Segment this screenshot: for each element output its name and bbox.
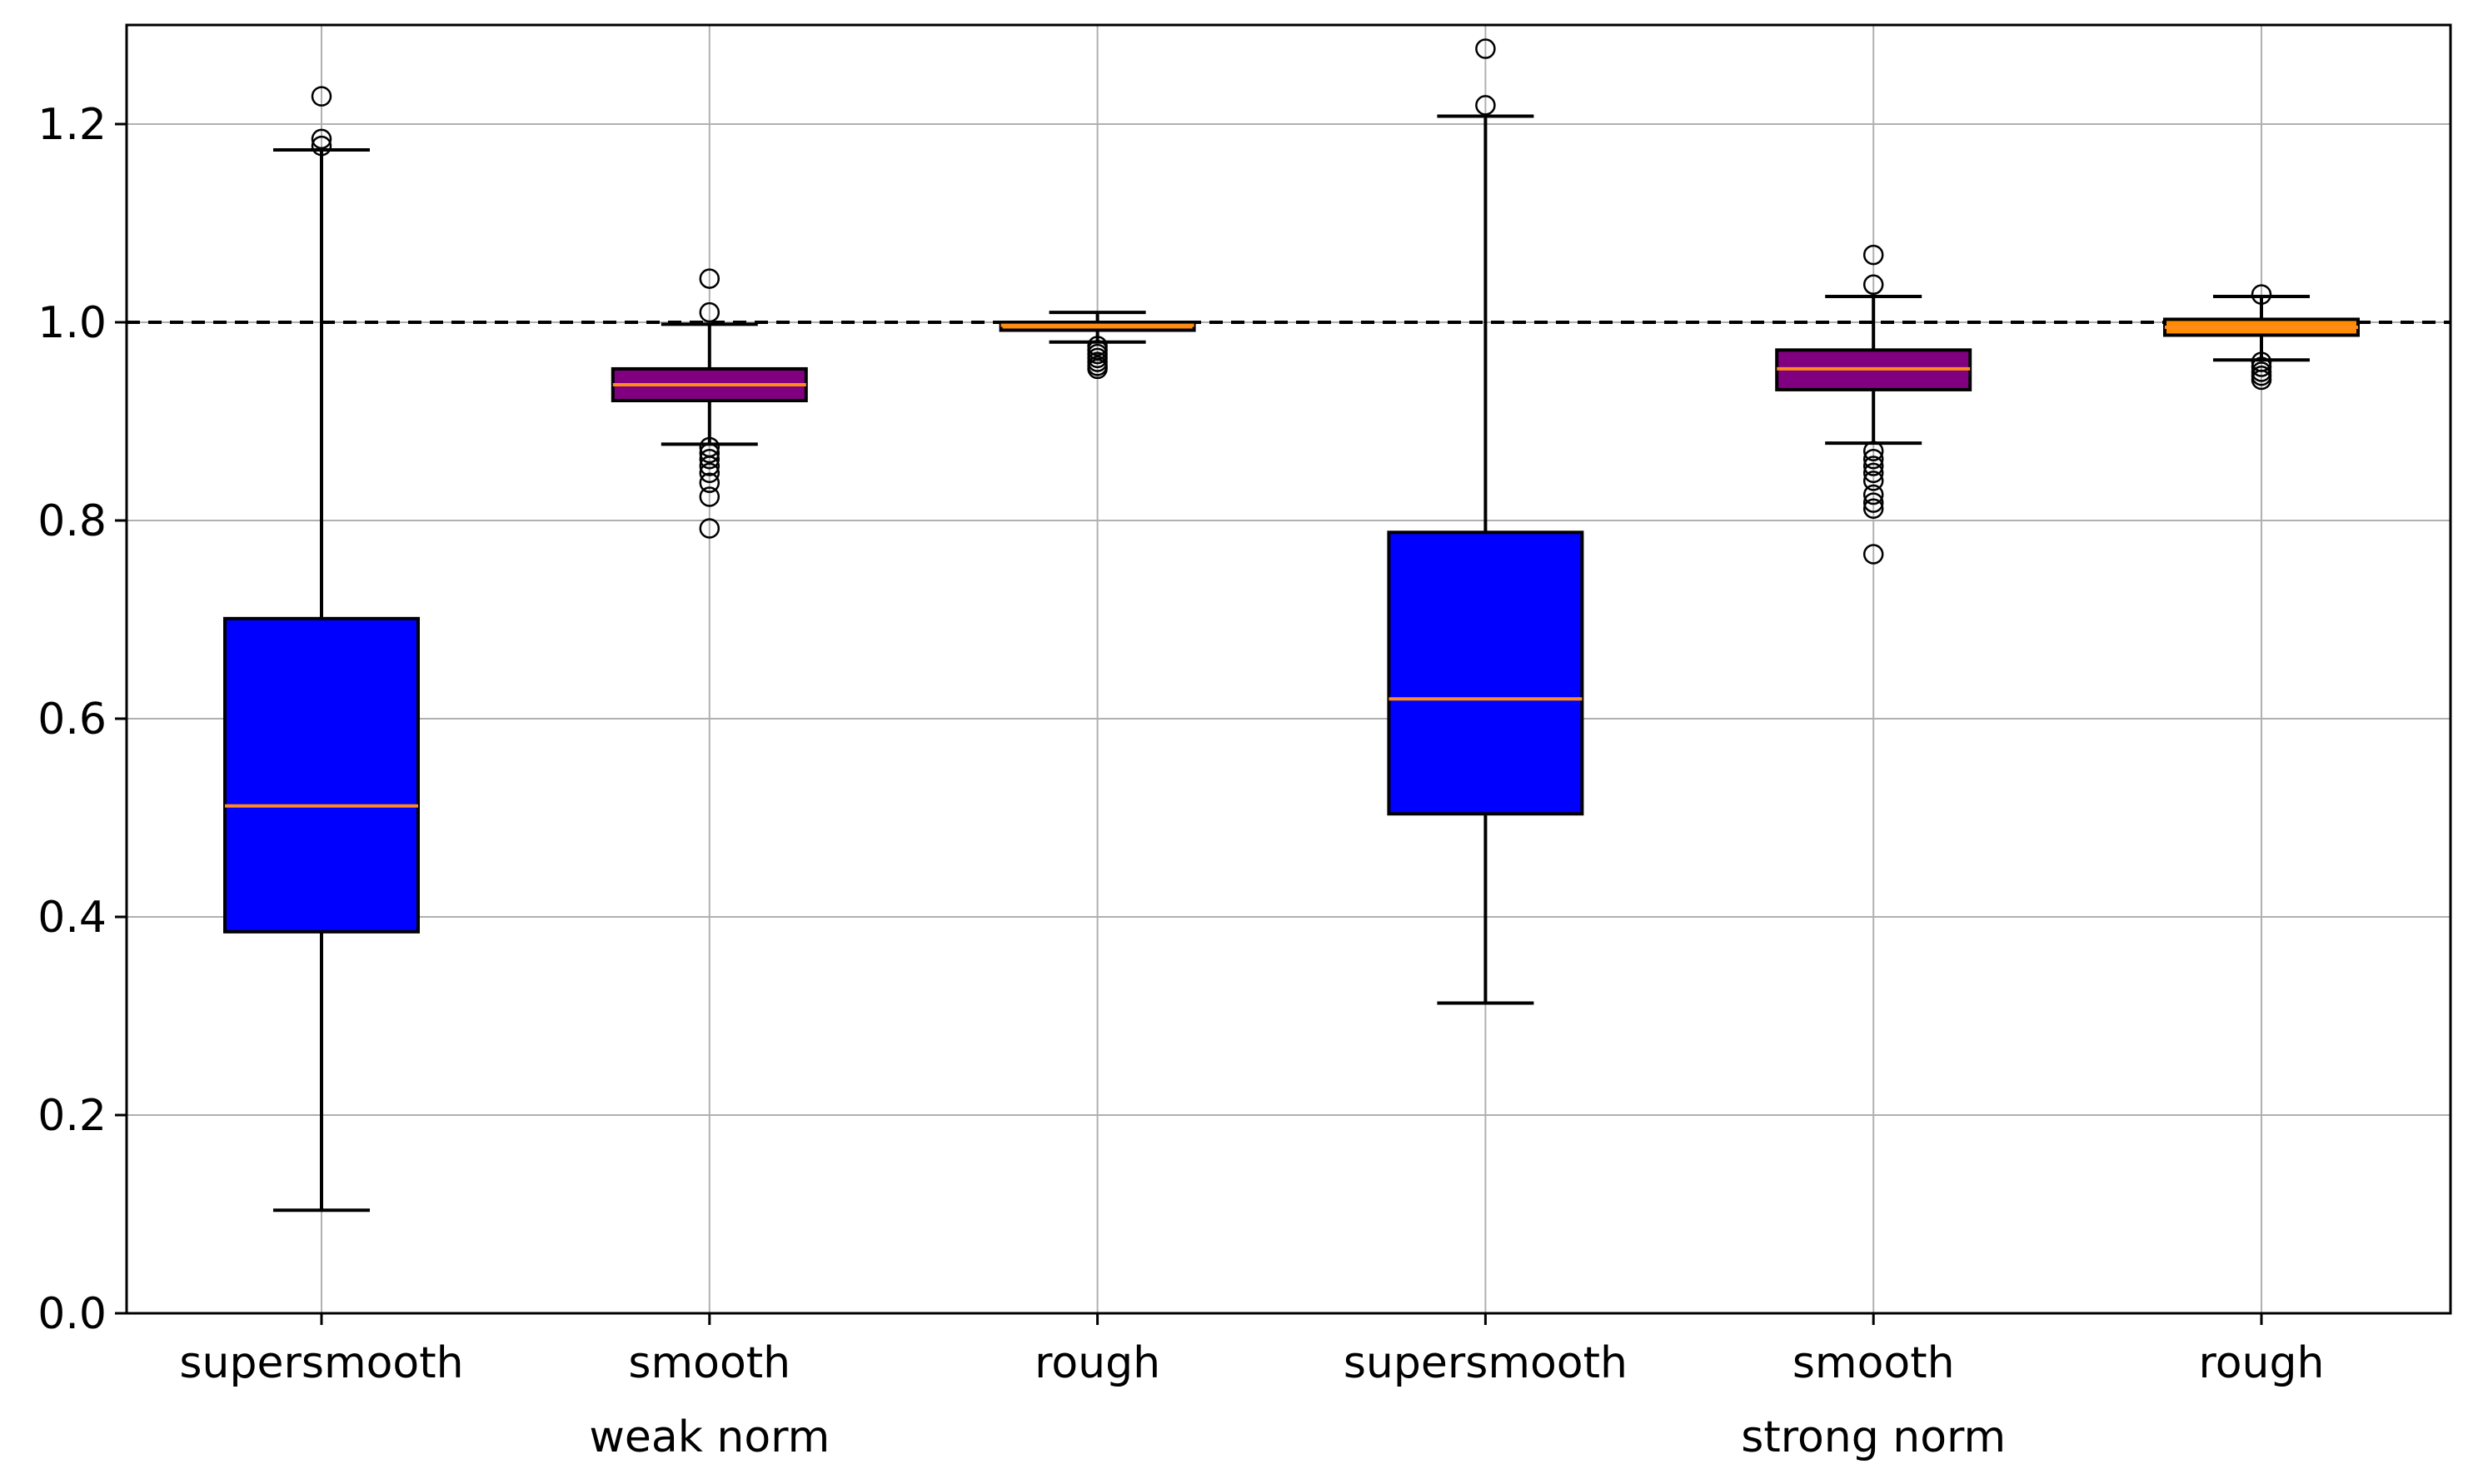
y-axis: 0.0 0.2 0.4 0.6 0.8 1.0 1.2	[37, 100, 127, 1339]
group-labels: weak norm strong norm	[589, 1412, 2006, 1462]
outlier-point	[1862, 492, 1884, 513]
x-tick-label-supersmooth: supersmooth	[179, 1338, 463, 1388]
outlier-point	[1475, 95, 1496, 116]
y-tick-label: 1.2	[37, 100, 107, 150]
y-tick-label: 0.4	[37, 893, 107, 943]
outlier-point	[2251, 369, 2272, 391]
outlier-point	[699, 472, 720, 494]
outlier-point	[699, 301, 720, 323]
x-tick-label-rough: rough	[2199, 1338, 2325, 1388]
box-0	[223, 86, 420, 1213]
outlier-point	[699, 448, 720, 470]
outlier-point	[699, 486, 720, 507]
x-tick-label-smooth: smooth	[628, 1338, 790, 1388]
y-tick-label: 0.8	[37, 496, 107, 546]
box-1	[611, 268, 808, 539]
outlier-point	[311, 128, 332, 150]
y-tick-label: 0.2	[37, 1091, 107, 1141]
box-5	[2163, 284, 2360, 391]
group-label: strong norm	[1741, 1412, 2006, 1462]
outlier-point	[1862, 244, 1884, 266]
outlier-point	[699, 442, 720, 464]
outlier-point	[2251, 356, 2272, 377]
y-tick-label: 0.6	[37, 695, 107, 744]
boxes-layer	[223, 38, 2360, 1213]
outlier-point	[1862, 544, 1884, 565]
outlier-point	[1862, 456, 1884, 476]
outlier-point	[699, 462, 720, 484]
outlier-point	[1475, 38, 1496, 59]
x-tick-label-rough: rough	[1035, 1338, 1160, 1388]
outlier-point	[1862, 498, 1884, 519]
x-axis: supersmooth smooth rough supersmooth smooth r…	[179, 1313, 2324, 1388]
outlier-point	[311, 86, 332, 107]
box-2	[999, 311, 1196, 380]
outlier-point	[699, 518, 720, 539]
group-label: weak norm	[589, 1412, 830, 1462]
box-3	[1387, 38, 1584, 1005]
outlier-point	[1862, 448, 1884, 470]
outlier-point	[1862, 441, 1884, 461]
x-tick-label-supersmooth: supersmooth	[1344, 1338, 1628, 1388]
outlier-point	[1862, 471, 1884, 491]
outlier-point	[1087, 358, 1108, 380]
outlier-point	[311, 135, 332, 157]
grid-layer	[127, 25, 2451, 1314]
box-4	[1775, 244, 1972, 565]
plot-frame	[125, 23, 2452, 1315]
outlier-point	[699, 268, 720, 289]
x-tick-label-smooth: smooth	[1792, 1338, 1955, 1388]
iqr-box	[1387, 530, 1584, 816]
outlier-point	[1862, 462, 1884, 484]
iqr-box	[223, 616, 420, 934]
outlier-point	[1862, 484, 1884, 505]
y-tick-label: 1.0	[37, 298, 107, 348]
outlier-point	[699, 456, 720, 476]
outlier-point	[1862, 274, 1884, 296]
y-tick-label: 0.0	[37, 1289, 107, 1339]
outlier-point	[2251, 284, 2272, 305]
